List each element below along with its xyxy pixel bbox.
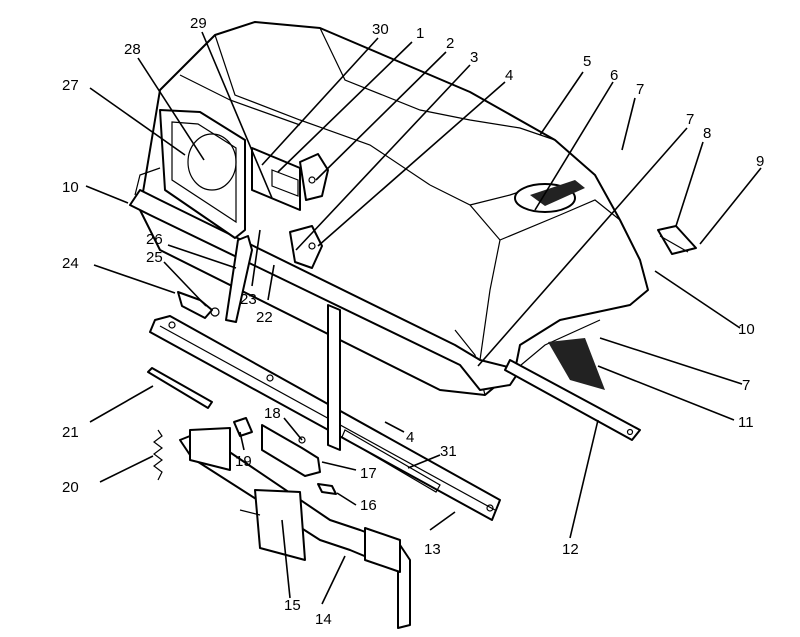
lever-arm [210,235,253,323]
callout-3: 3 [470,49,478,66]
callout-15: 15 [284,597,301,614]
lower-frame [179,427,411,629]
callout-10-left: 10 [62,179,79,196]
callout-1: 1 [416,25,424,42]
callout-25: 25 [146,249,163,266]
side-intake-frame [134,109,246,239]
latch-upper [299,153,329,201]
callout-14: 14 [315,611,332,628]
top-vent [514,180,585,213]
callout-7-bottom: 7 [742,377,750,394]
handle-knob [177,291,213,319]
callout-24: 24 [62,255,79,272]
callout-4-upper: 4 [505,67,513,84]
hood-cover [129,21,649,396]
bushing [233,417,253,437]
callout-23: 23 [240,291,257,308]
spring [153,429,163,481]
callout-labels: 1 2 3 4 4 5 6 7 7 7 8 9 10 10 11 12 13 1… [62,15,764,628]
callout-10-right: 10 [738,321,755,338]
mount-bracket [261,424,321,477]
callout-8: 8 [703,125,711,142]
callout-7-mid: 7 [686,111,694,128]
callout-22: 22 [256,309,273,326]
callout-19: 19 [235,453,252,470]
callout-29: 29 [190,15,207,32]
leader-lines [85,31,762,605]
clip-bracket [657,225,697,255]
callout-5: 5 [583,53,591,70]
callout-26: 26 [146,231,163,248]
callout-13: 13 [424,541,441,558]
callout-9: 9 [756,153,764,170]
callout-20: 20 [62,479,79,496]
bolt [317,483,337,495]
callout-18: 18 [264,405,281,422]
callout-2: 2 [446,35,454,52]
callout-7-top: 7 [636,81,644,98]
callout-31: 31 [440,443,457,460]
latch-lower [289,225,323,269]
callout-28: 28 [124,41,141,58]
callout-11: 11 [738,414,754,431]
callout-27: 27 [62,77,79,94]
callout-12: 12 [562,541,579,558]
pivot-rod [147,367,213,409]
callout-4-lower: 4 [406,429,414,446]
callout-6: 6 [610,67,618,84]
callout-30: 30 [372,21,389,38]
callout-16: 16 [360,497,377,514]
callout-21: 21 [62,424,79,441]
vertical-slat [327,304,341,451]
callout-17: 17 [360,465,377,482]
rear-screen [548,338,605,390]
side-rail-right [504,359,641,441]
